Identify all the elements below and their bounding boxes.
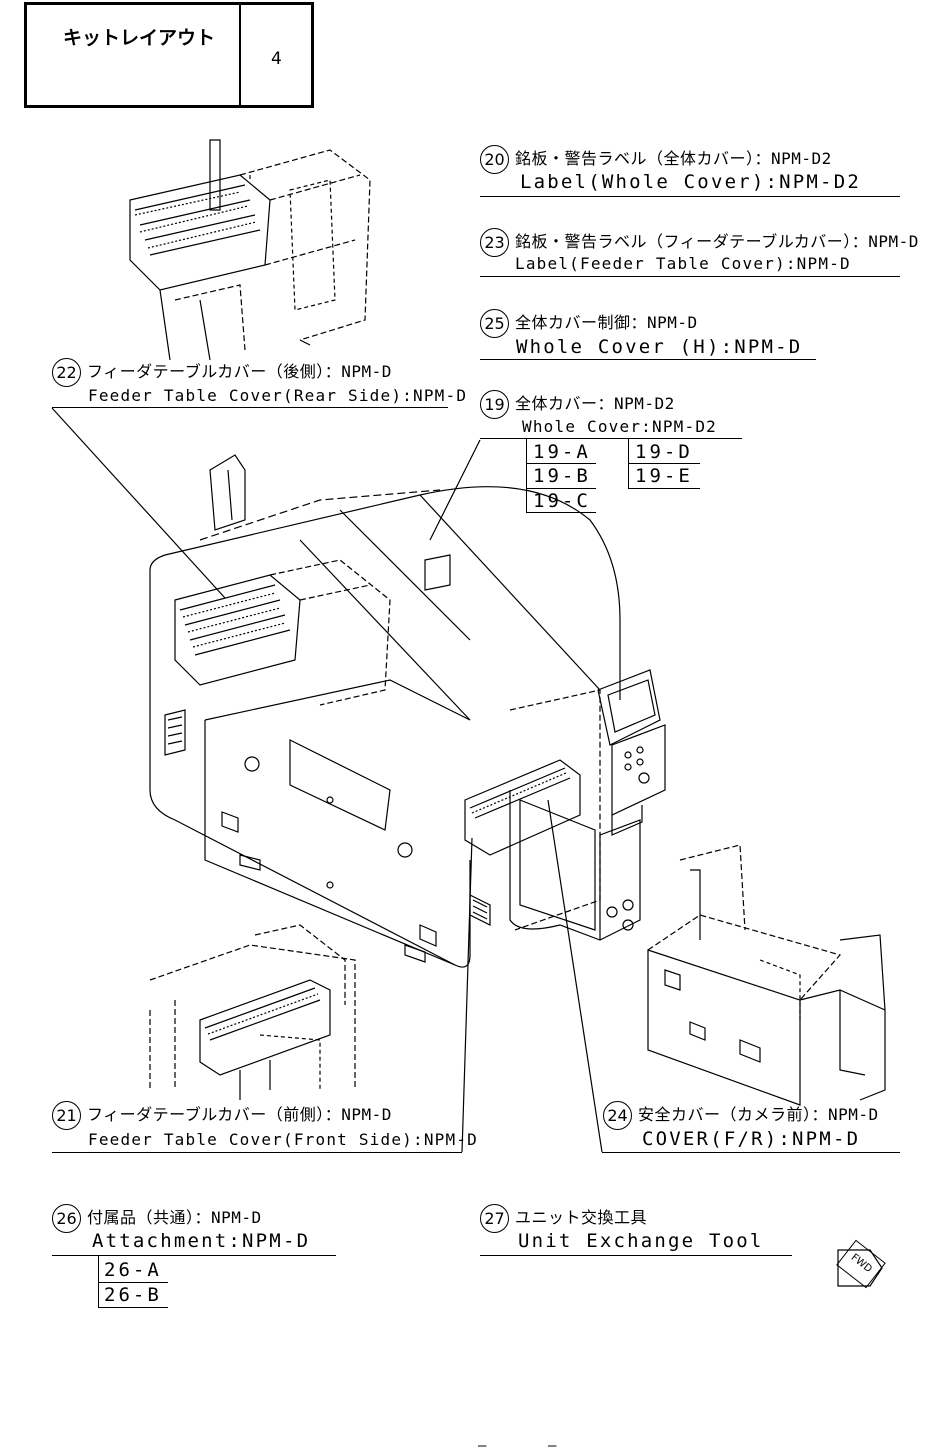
code-19-C: 19-C (533, 490, 591, 512)
code-19-A: 19-A (533, 441, 591, 463)
code-26-A: 26-A (104, 1259, 162, 1281)
label-24-en: COVER(F/R):NPM-D (642, 1128, 861, 1150)
rule-22 (52, 407, 448, 408)
callout-24: 24 (603, 1101, 632, 1130)
rule-19b (526, 488, 596, 489)
rule-19-left (526, 438, 527, 512)
callout-25: 25 (480, 309, 509, 338)
callout-22: 22 (52, 358, 81, 387)
label-22-en: Feeder Table Cover(Rear Side):NPM-D (88, 386, 468, 405)
callout-27: 27 (480, 1204, 509, 1233)
rule-19e (628, 488, 700, 489)
title-block: キットレイアウト 4 (24, 2, 314, 108)
rule-20 (480, 196, 900, 197)
label-27-en: Unit Exchange Tool (518, 1230, 764, 1252)
label-26-en: Attachment:NPM-D (92, 1230, 311, 1252)
rule-24 (602, 1152, 900, 1153)
rule-19a (526, 463, 596, 464)
leader-22 (51, 407, 226, 599)
leader-19 (429, 439, 481, 541)
rule-26 (52, 1255, 336, 1256)
main-machine-illustration (149, 454, 666, 968)
callout-26: 26 (52, 1204, 81, 1233)
rule-26b (98, 1307, 168, 1308)
rule-26-left (98, 1255, 99, 1307)
code-19-B: 19-B (533, 465, 591, 487)
rule-26a (98, 1282, 168, 1283)
label-25-en: Whole Cover (H):NPM-D (516, 336, 803, 358)
label-19-en: Whole Cover:NPM-D2 (522, 417, 717, 436)
page-title: キットレイアウト (63, 27, 216, 49)
footer-dash-left: — (478, 1438, 487, 1454)
footer-dash-right: — (548, 1438, 557, 1454)
rule-19 (480, 438, 742, 439)
label-23-en: Label(Feeder Table Cover):NPM-D (515, 254, 851, 273)
code-26-B: 26-B (104, 1284, 162, 1306)
feeder-table-rear-illustration (129, 139, 371, 361)
fwd-arrow (837, 1249, 883, 1287)
safety-cover-illustration (647, 844, 886, 1106)
rule-21 (52, 1152, 462, 1153)
rule-23 (480, 276, 900, 277)
code-19-E: 19-E (635, 465, 693, 487)
title-divider (239, 5, 241, 105)
rule-19d (628, 463, 700, 464)
page-number: 4 (271, 49, 282, 69)
rule-19c (526, 512, 596, 513)
rule-25 (480, 359, 816, 360)
label-21-en: Feeder Table Cover(Front Side):NPM-D (88, 1130, 478, 1149)
leader-24 (547, 799, 603, 1153)
callout-19: 19 (480, 390, 509, 419)
callout-23: 23 (480, 228, 509, 257)
code-19-D: 19-D (635, 441, 693, 463)
feeder-table-front-illustration (149, 924, 356, 1100)
callout-20: 20 (480, 145, 509, 174)
callout-21: 21 (52, 1101, 81, 1130)
label-20-en: Label(Whole Cover):NPM-D2 (520, 171, 861, 193)
rule-27 (480, 1255, 792, 1256)
